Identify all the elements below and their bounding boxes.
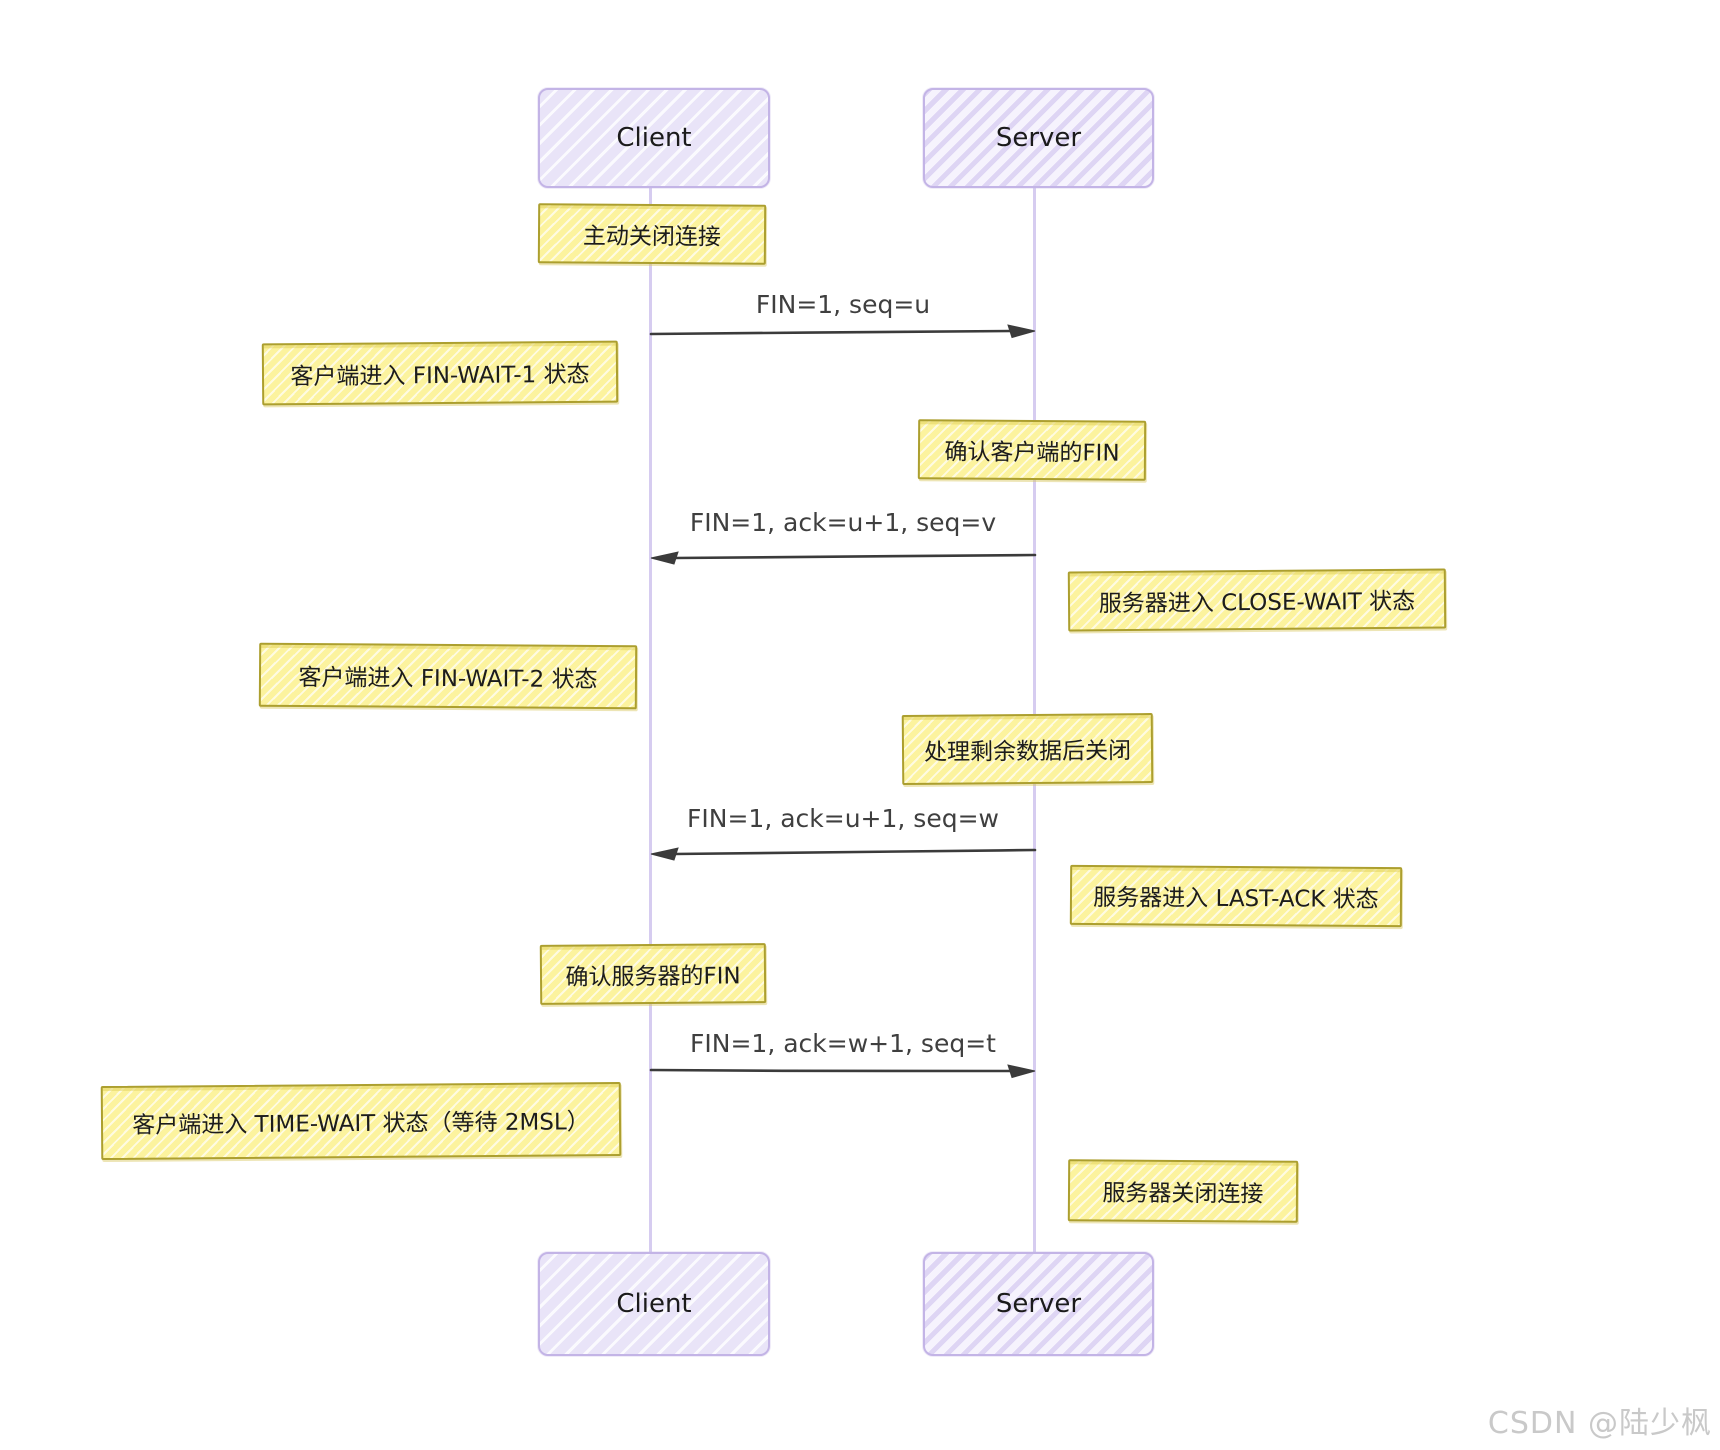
note-process-remaining: 处理剩余数据后关闭 (901, 713, 1154, 785)
note-time-wait: 客户端进入 TIME-WAIT 状态（等待 2MSL） (100, 1081, 622, 1161)
client-actor-bottom: Client (538, 1252, 770, 1356)
note-last-ack-text: 服务器进入 LAST-ACK 状态 (1093, 885, 1379, 913)
note-server-close-text: 服务器关闭连接 (1102, 1180, 1264, 1208)
note-ack-server-fin-text: 确认服务器的FIN (565, 963, 741, 991)
client-lifeline (649, 182, 652, 1254)
note-server-close: 服务器关闭连接 (1067, 1159, 1299, 1223)
note-last-ack: 服务器进入 LAST-ACK 状态 (1069, 864, 1403, 928)
client-actor-top: Client (538, 88, 770, 188)
note-time-wait-text: 客户端进入 TIME-WAIT 状态（等待 2MSL） (132, 1109, 590, 1139)
note-ack-server-fin: 确认服务器的FIN (539, 943, 767, 1005)
server-actor-bottom: Server (923, 1252, 1154, 1356)
note-active-close-text: 主动关闭连接 (582, 223, 722, 251)
note-active-close: 主动关闭连接 (537, 203, 767, 265)
note-fin-wait-1-text: 客户端进入 FIN-WAIT-1 状态 (290, 361, 590, 391)
server-actor-top: Server (923, 88, 1154, 188)
note-fin-wait-2-text: 客户端进入 FIN-WAIT-2 状态 (298, 664, 598, 694)
note-fin-wait-1: 客户端进入 FIN-WAIT-1 状态 (261, 340, 619, 406)
note-close-wait: 服务器进入 CLOSE-WAIT 状态 (1067, 568, 1447, 632)
message-label-3: FIN=1, ack=u+1, seq=w (687, 804, 999, 833)
message-label-4: FIN=1, ack=w+1, seq=t (690, 1029, 996, 1058)
client-actor-bottom-label: Client (616, 1289, 692, 1319)
message-label-1: FIN=1, seq=u (755, 290, 931, 319)
message-arrow-3 (650, 847, 1037, 861)
note-fin-wait-2: 客户端进入 FIN-WAIT-2 状态 (258, 642, 638, 710)
note-ack-client-fin: 确认客户端的FIN (917, 419, 1147, 481)
message-arrow-4 (649, 1064, 1036, 1079)
watermark: CSDN @陆少枫 (1487, 1406, 1712, 1441)
server-actor-bottom-label: Server (995, 1289, 1082, 1319)
client-actor-top-label: Client (616, 123, 692, 153)
server-actor-top-label: Server (995, 123, 1082, 153)
note-close-wait-text: 服务器进入 CLOSE-WAIT 状态 (1098, 588, 1416, 618)
note-ack-client-fin-text: 确认客户端的FIN (944, 439, 1120, 467)
message-label-2: FIN=1, ack=u+1, seq=v (689, 508, 997, 537)
note-process-remaining-text: 处理剩余数据后关闭 (923, 738, 1132, 766)
message-arrow-1 (649, 324, 1036, 339)
message-arrow-2 (650, 551, 1037, 565)
